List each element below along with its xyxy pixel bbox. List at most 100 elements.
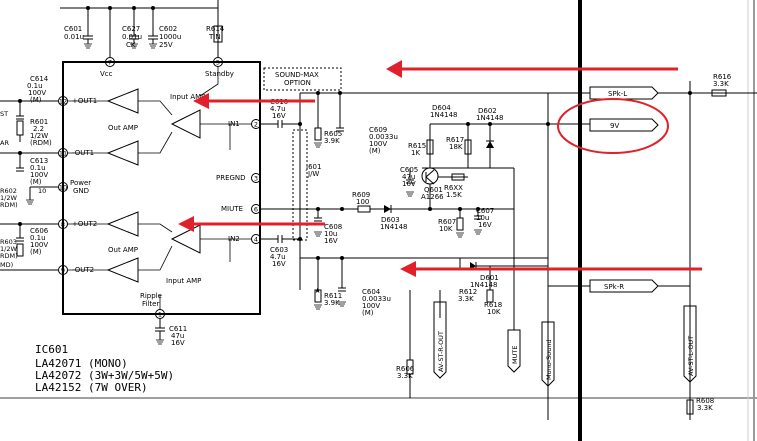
net-flag-9v: 9V [610,122,619,130]
net-flag-av-st-l-out: AV-ST-L-OUT [687,336,695,376]
pin-number-standby: 5 [216,59,220,67]
pin-number-in2: 4 [254,236,258,244]
pin-number-pgnd: 10 [59,184,67,192]
ic-name: IC601 [35,343,68,356]
pin-number-in1: 2 [254,121,258,129]
ic-variant-2: LA42072 (3W+3W/5W+5W) [35,369,174,382]
net-flag-mono-sound: Mono-Sound [545,339,553,380]
pin-number-pregnd: 3 [254,175,258,183]
supply-section [60,0,223,57]
pin-label-mute: MIUTE [221,205,243,213]
pin-number-out2m: 9 [61,267,65,275]
pin-number-mute: 6 [254,206,258,214]
junction-dots [18,6,692,260]
edge-fragment-md: MD) [0,261,13,269]
vertical-net-flags: AV-ST-R-OUT MUTE Mono-Sound AV-ST-L-OUT [433,301,697,387]
input-amp-2-label: Input AMP [166,277,201,285]
edge-fragment-ar: AR [0,139,9,147]
pin-label-pregnd: PREGND [216,174,246,182]
ic-title-block: IC601 LA42071 (MONO) LA42072 (3W+3W/5W+5… [35,343,174,394]
ic601-body [62,61,261,315]
red-arrow-spk-r [400,261,702,277]
red-arrow-out2 [178,216,325,232]
ic-pin-circles: 7 5 12 11 10 8 9 2 3 6 4 1 [58,57,261,319]
edge-fragment-st: ST [0,110,8,118]
pin-number-out1m: 11 [59,150,67,158]
red-arrow-option [386,60,678,78]
mute-driver-section [406,123,548,330]
red-annotations [178,60,702,277]
pin-number-vcc: 7 [108,59,112,67]
edge-fragment-10: 10 [38,187,46,195]
left-output-section [0,100,58,271]
net-flag-mute: MUTE [511,346,519,364]
out-amp-2-label: Out AMP [108,246,138,254]
pin-number-ripple: 1 [158,311,162,319]
out-amp-1-label: Out AMP [108,124,138,132]
net-flag-spk-r: SPk-R [604,283,624,291]
input-amp-1-label: Input AMP [170,93,205,101]
pin-label-standby: Standby [205,70,234,78]
pin-label-vcc: Vcc [100,70,113,78]
ic-variant-3: LA42152 (7W OVER) [35,381,148,394]
pin-number-out2p: 8 [61,221,65,229]
red-highlight-9v [557,98,669,154]
red-arrow-out1 [193,93,315,109]
amplifier-blocks: Out AMP Input AMP Out AMP Input AMP [67,66,252,309]
net-flag-spk-l: SPk-L [608,90,627,98]
star-marker: ★ [314,286,321,295]
input-mute-section [261,92,548,310]
ic-variant-1: LA42071 (MONO) [35,357,128,370]
pin-number-out1p: 12 [59,98,67,106]
net-flag-av-st-r-out: AV-ST-R-OUT [437,331,445,372]
